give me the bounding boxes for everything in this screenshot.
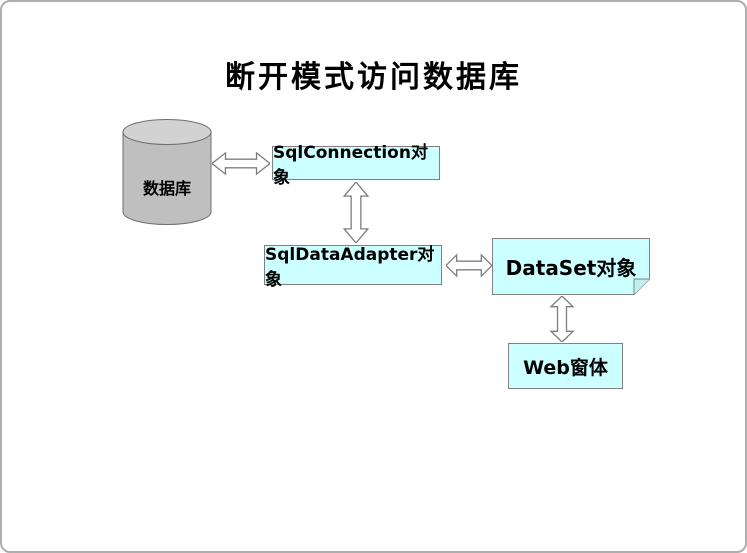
sqlconnection-node: SqlConnection对象 [272, 143, 440, 188]
arrow-sqlconnection-sqldataadapter [342, 182, 370, 243]
webform-node: Web窗体 [508, 343, 623, 389]
dataset-node: DataSet对象 [492, 238, 650, 295]
webform-label: Web窗体 [523, 356, 608, 379]
double-arrow-icon [549, 296, 575, 342]
sqlconnection-label: SqlConnection对象 [273, 143, 428, 188]
sqldataadapter-label: SqlDataAdapter对象 [265, 245, 435, 290]
arrow-database-sqlconnection [212, 151, 270, 176]
database-label: 数据库 [142, 179, 191, 198]
sqldataadapter-node: SqlDataAdapter对象 [264, 245, 442, 290]
double-arrow-icon [446, 253, 492, 278]
double-arrow-icon [212, 151, 270, 176]
arrow-sqldataadapter-dataset [446, 253, 492, 278]
database-node: 数据库 [122, 119, 212, 225]
arrow-dataset-webform [549, 296, 575, 342]
note-shape [492, 238, 650, 295]
double-arrow-icon [342, 182, 370, 243]
diagram-title: 断开模式访问数据库 [225, 60, 522, 95]
dataset-label: DataSet对象 [505, 256, 637, 280]
cylinder-shape [122, 119, 212, 225]
